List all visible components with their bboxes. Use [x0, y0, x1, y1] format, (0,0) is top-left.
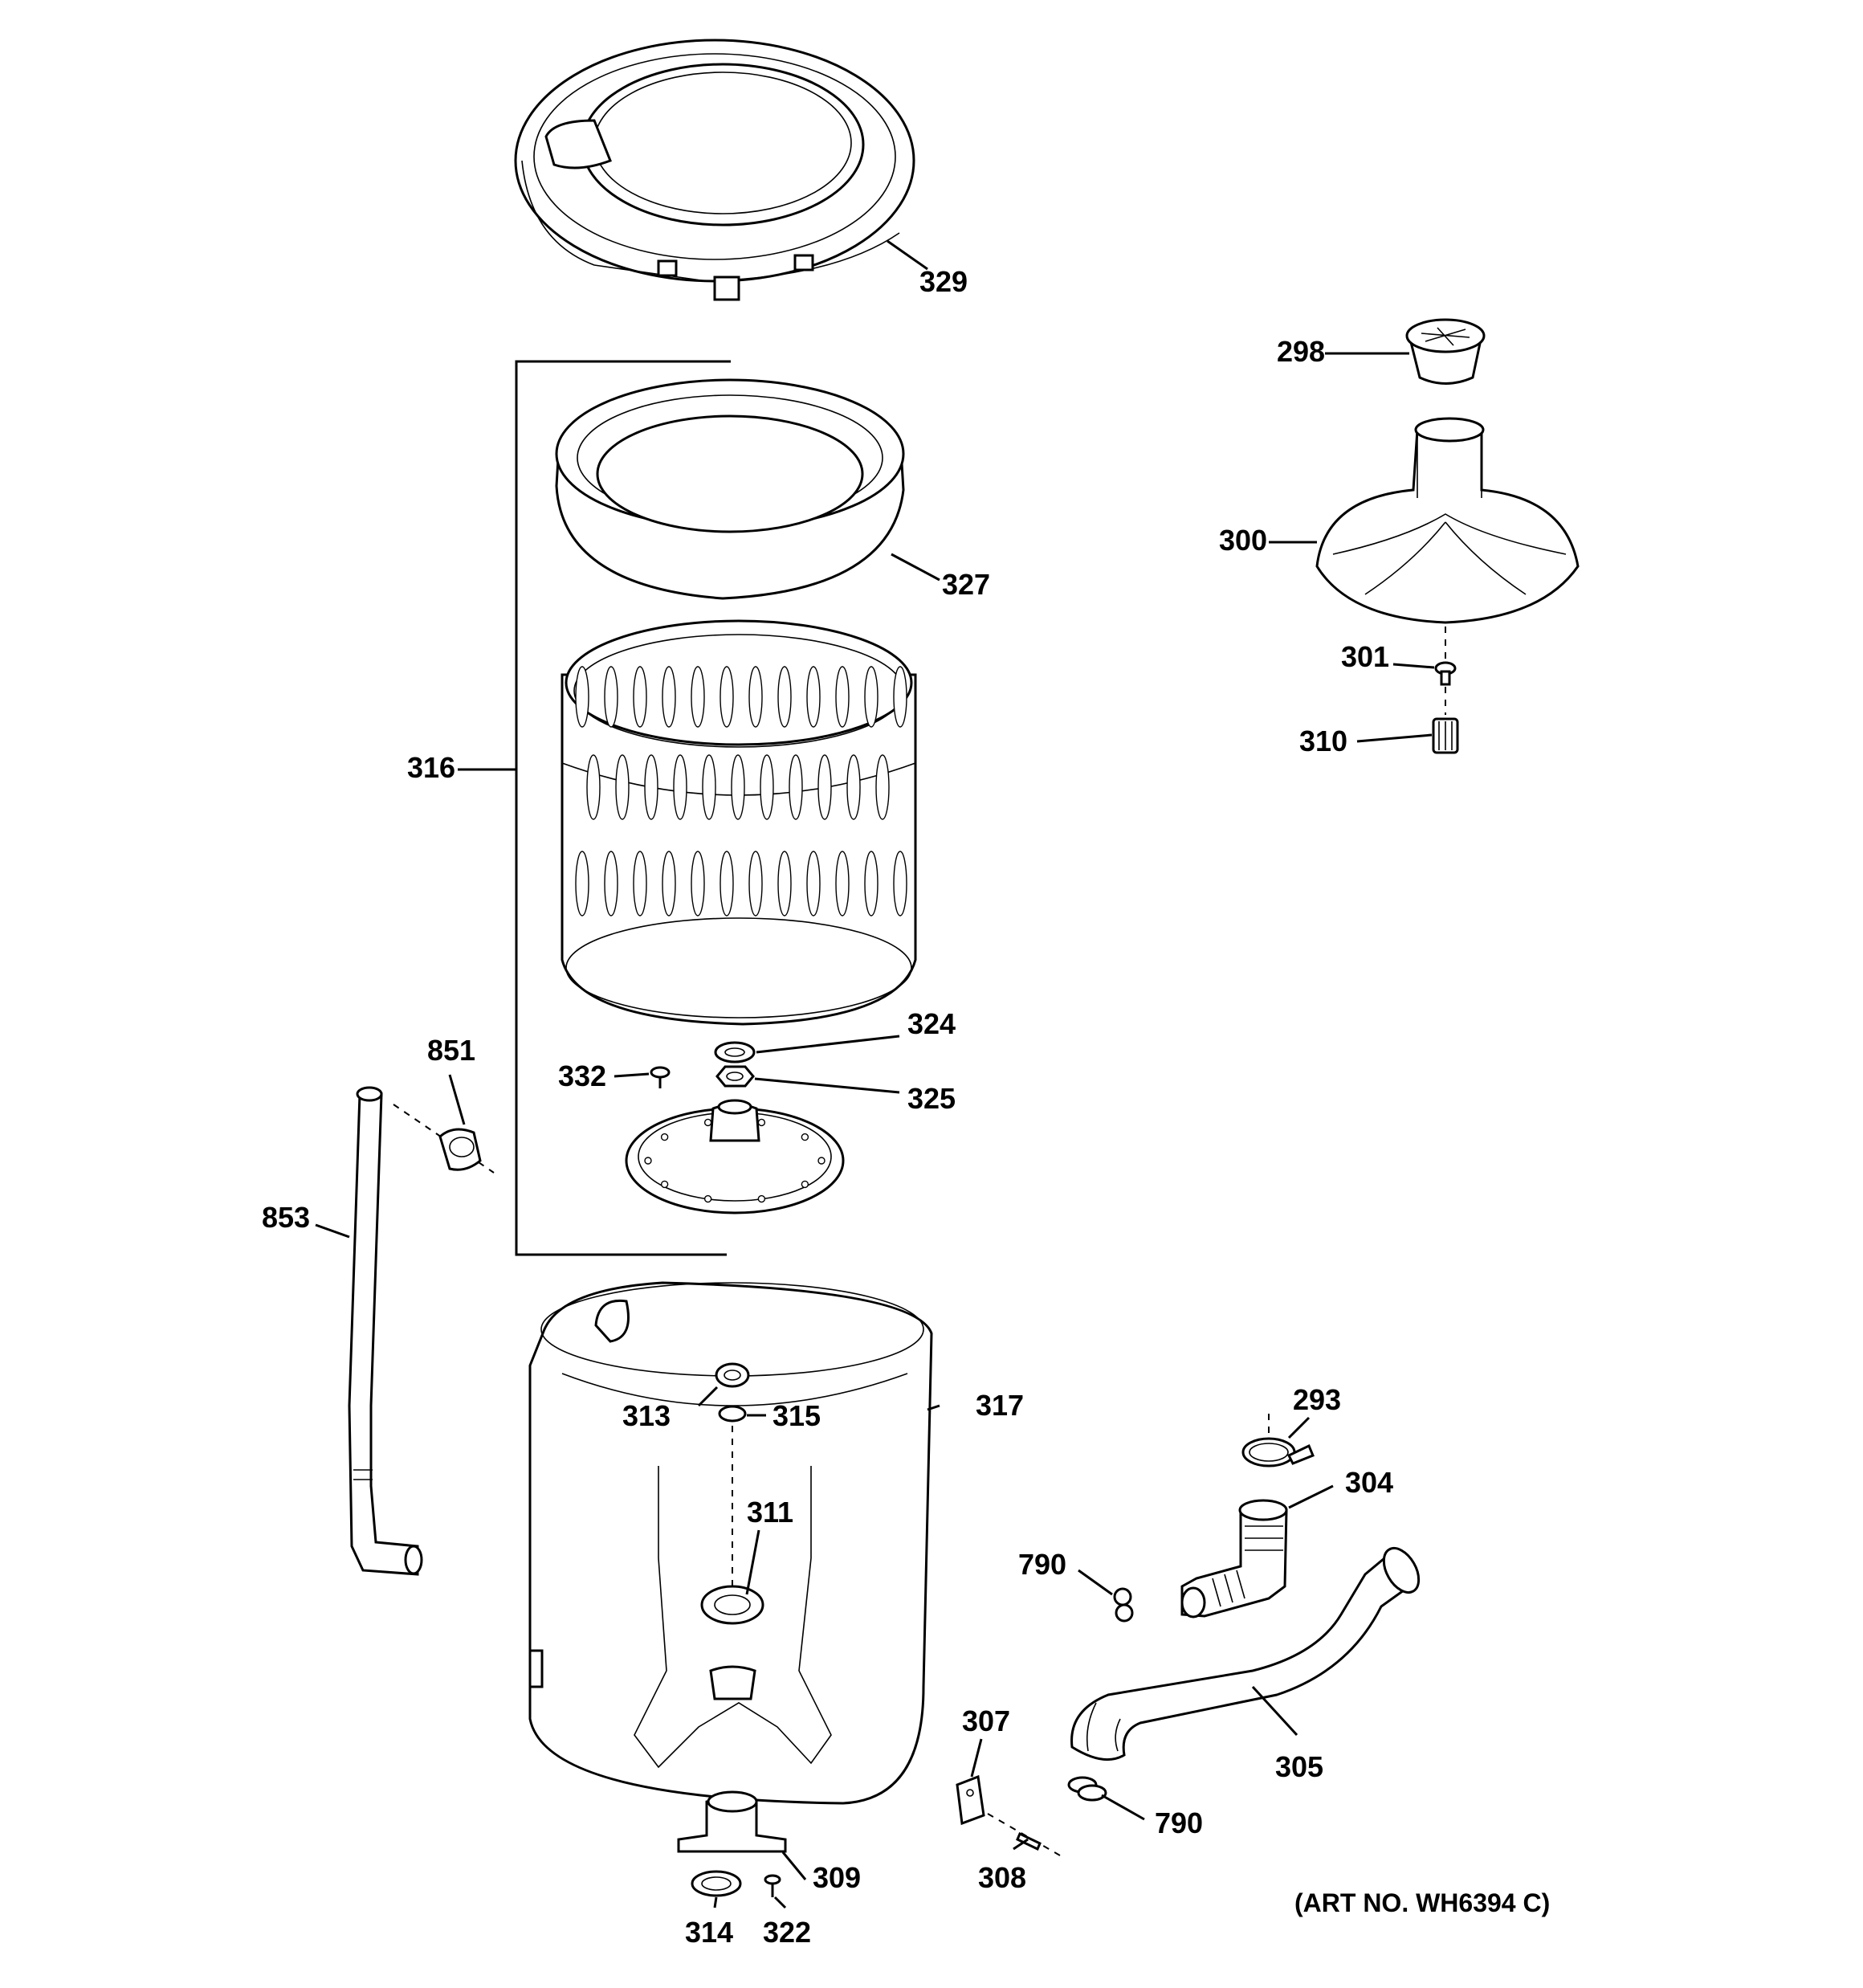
hose-bracket-part	[956, 1774, 985, 1826]
callout-314: 314	[685, 1916, 733, 1949]
callout-293: 293	[1293, 1383, 1341, 1416]
drain-screw-part	[764, 1874, 781, 1897]
callout-790-lower: 790	[1155, 1806, 1203, 1839]
callout-311: 311	[747, 1496, 793, 1529]
basket-slot	[633, 851, 647, 916]
basket-slot	[835, 666, 850, 728]
basket-slot	[835, 851, 850, 916]
basket-slot	[633, 666, 647, 728]
grommet-part	[393, 1104, 495, 1174]
callout-308: 308	[978, 1861, 1026, 1894]
basket-slot	[893, 666, 907, 728]
impeller-bolt-part	[1434, 627, 1457, 686]
outer-tub-part	[528, 1281, 933, 1805]
callout-305: 305	[1275, 1750, 1323, 1783]
hub-bolt-hole	[703, 1194, 712, 1203]
callout-329: 329	[919, 265, 968, 298]
callout-301: 301	[1341, 640, 1389, 673]
basket-slot	[575, 666, 589, 728]
drain-fitting-part	[677, 1790, 787, 1853]
hub-bolt-hole	[703, 1118, 712, 1127]
basket-slot	[691, 666, 705, 728]
hub-bolt-hole	[660, 1133, 669, 1141]
basket-slot	[789, 754, 803, 820]
callout-309: 309	[813, 1861, 861, 1894]
basket-slot	[760, 754, 774, 820]
tub-cover-part	[514, 39, 915, 301]
basket-slot	[875, 754, 890, 820]
pump-hose-part	[1180, 1499, 1288, 1619]
basket-slot	[777, 851, 792, 916]
callout-310: 310	[1299, 725, 1347, 757]
callout-325: 325	[907, 1082, 956, 1115]
basket-slot	[748, 851, 763, 916]
basket-slot	[720, 666, 734, 728]
hub-bolt-hole	[660, 1180, 669, 1189]
basket-slot	[586, 754, 601, 820]
callout-316: 316	[407, 751, 455, 784]
basket-slot	[893, 851, 907, 916]
drain-gasket-part	[691, 1870, 742, 1897]
hub-bolt-hole	[757, 1118, 766, 1127]
basket-slot	[806, 851, 821, 916]
hub-bolt-hole	[644, 1157, 652, 1165]
callout-324: 324	[907, 1007, 956, 1040]
callout-790-upper: 790	[1018, 1548, 1066, 1581]
callout-317: 317	[976, 1389, 1024, 1422]
basket-slot	[691, 851, 705, 916]
basket-slot	[662, 851, 676, 916]
hub-bolt-hole	[817, 1157, 826, 1165]
basket-slot	[864, 851, 879, 916]
callout-304: 304	[1345, 1466, 1393, 1499]
callout-313: 313	[622, 1399, 671, 1432]
basket-slot	[575, 851, 589, 916]
basket-slot	[846, 754, 861, 820]
callout-327: 327	[942, 568, 990, 601]
basket-slot	[864, 666, 879, 728]
callout-322: 322	[763, 1916, 811, 1949]
callout-307: 307	[962, 1704, 1010, 1737]
basket-slot	[806, 666, 821, 728]
basket-slot	[644, 754, 658, 820]
agitator-cap-part	[1405, 318, 1486, 385]
drive-coupler-part	[1432, 687, 1459, 754]
callout-315: 315	[773, 1399, 821, 1432]
basket-slot	[662, 666, 676, 728]
basket-slot	[748, 666, 763, 728]
drain-hose-part	[1070, 1547, 1421, 1761]
basket-slot	[720, 851, 734, 916]
basket-slot	[777, 666, 792, 728]
hub-bolt-hole	[757, 1194, 766, 1203]
callout-332: 332	[558, 1059, 606, 1092]
callout-853: 853	[262, 1201, 310, 1234]
basket-hub-part	[625, 1099, 845, 1214]
hose-clamp-part	[1241, 1414, 1315, 1468]
hose-clip-part-lower	[1067, 1776, 1107, 1802]
callout-851: 851	[427, 1034, 475, 1067]
basket-slot	[817, 754, 832, 820]
impeller-part	[1315, 417, 1580, 624]
basket-slot	[604, 666, 618, 728]
callout-300: 300	[1219, 524, 1267, 557]
spanner-nut-part	[715, 1065, 755, 1088]
basket-slot	[615, 754, 630, 820]
basket-washer-part	[714, 1041, 756, 1063]
basket-slot	[702, 754, 716, 820]
balance-ring-part	[555, 378, 905, 600]
basket-slot	[731, 754, 745, 820]
callout-298: 298	[1277, 335, 1325, 368]
basket-slot	[673, 754, 687, 820]
bracket-screw-part	[987, 1813, 1061, 1856]
hub-bolt-hole	[801, 1133, 809, 1141]
vent-tube-part	[348, 1086, 423, 1576]
hub-bolt-hole	[801, 1180, 809, 1189]
leader-lines	[315, 239, 1435, 1909]
spin-basket-part	[561, 619, 917, 1026]
art-number: (ART NO. WH6394 C)	[1294, 1888, 1550, 1917]
basket-assembly-bracket	[515, 360, 731, 1256]
hose-clip-part-upper	[1113, 1587, 1134, 1623]
hub-screw-part	[650, 1066, 671, 1088]
basket-slot	[604, 851, 618, 916]
